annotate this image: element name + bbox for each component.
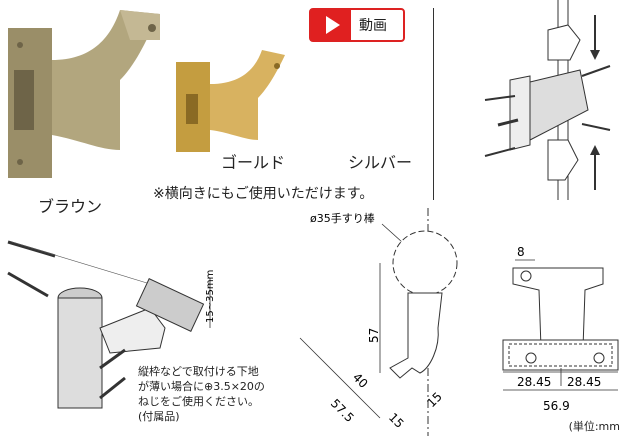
side-dimension-drawing: ø35手すり棒 57 57.5 40 15 15	[299, 208, 458, 436]
video-button-label: 動画	[359, 18, 387, 34]
install-note: 縦枠などで取付ける下地が薄い場合に⊕3.5×20のねじをご使用ください。(付属品…	[138, 365, 265, 423]
silver-label: シルバー	[348, 153, 413, 172]
dim-height: 57	[367, 328, 381, 343]
gold-label: ゴールド	[221, 153, 286, 172]
exploded-assembly-diagram	[484, 0, 611, 200]
front-dimension-drawing: 8 28.45 28.45 56.9	[502, 245, 619, 413]
rail-label: ø35手すり棒	[310, 211, 375, 225]
dim-bottom-1: 15	[386, 410, 407, 431]
brown-bracket-image	[8, 10, 160, 178]
installation-diagram: 15~35mm	[7, 240, 216, 409]
unit-label: (単位:mm	[568, 420, 620, 433]
dim-diag: 40	[350, 370, 371, 391]
dim-bottom-2: 15	[424, 389, 445, 410]
play-icon	[311, 10, 351, 40]
dim-right-half: 28.45	[567, 375, 601, 389]
range-label: 15~35mm	[205, 270, 216, 323]
orientation-note: ※横向きにもご使用いただけます。	[153, 186, 374, 202]
dim-total: 56.9	[543, 399, 570, 413]
brown-label: ブラウン	[38, 197, 103, 216]
product-photos	[8, 10, 285, 178]
gold-bracket-image	[176, 50, 285, 152]
divider-line	[433, 8, 434, 200]
video-button[interactable]: 動画	[309, 8, 405, 42]
dim-diag-total: 57.5	[328, 396, 357, 425]
dim-top: 8	[517, 245, 525, 259]
dim-left-half: 28.45	[517, 375, 551, 389]
